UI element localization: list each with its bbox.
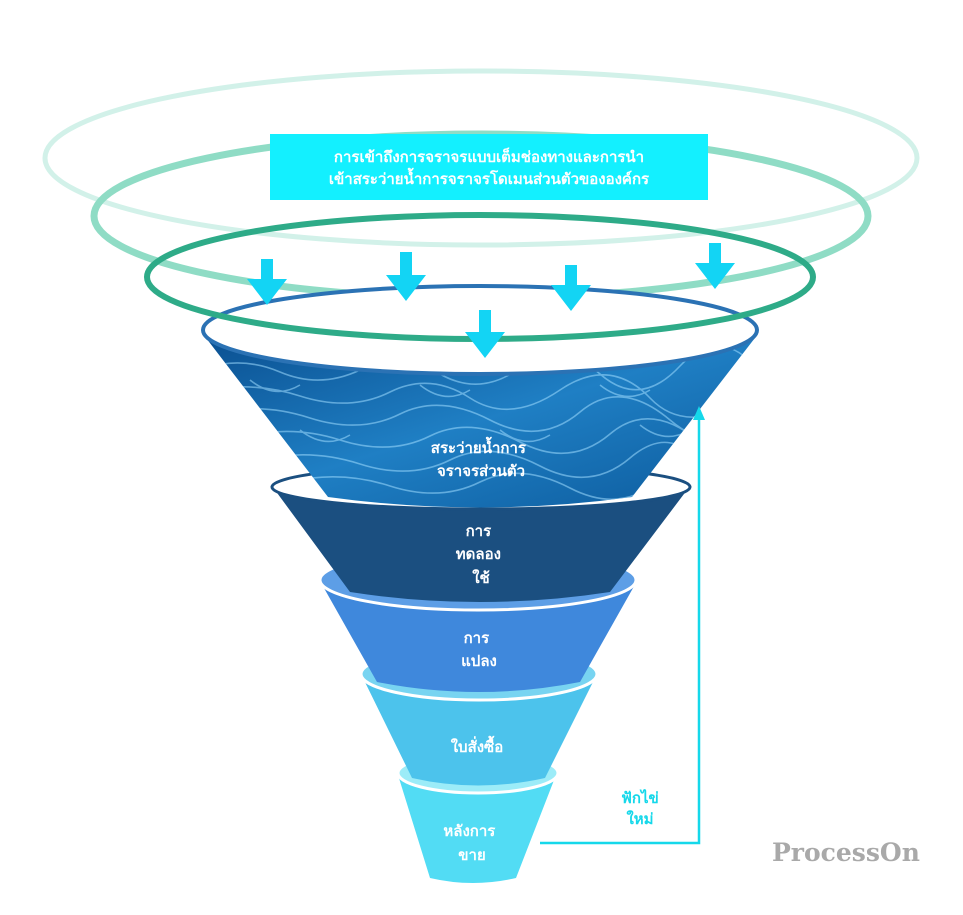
stage-label-order: ใบสั่งซื้อ [451,735,504,756]
stage-private-pool [201,284,759,508]
down-arrow-icon [247,259,287,305]
inflow-arrows [247,243,735,358]
down-arrow-icon [551,265,591,311]
stage-label-trial: การ ทดลอง ใช้ [456,522,506,587]
ring-outer [42,68,920,248]
brand-watermark: ProcessOn [772,838,920,867]
down-arrow-icon [695,243,735,289]
recycle-label-line-2: ใหม่ [626,810,654,828]
stage-label-pool: สระว่ายน้ำการ จราจรส่วนตัว [431,436,531,480]
header-line-2: เข้าสระว่ายน้ำการจราจรโดเมนส่วนตัวขององค… [328,170,650,188]
recycle-path [540,406,705,845]
down-arrow-icon [465,310,505,358]
header-banner: การเข้าถึงการจราจรแบบเต็มช่องทางและการนำ… [270,134,708,200]
stage-label-after-sales: หลังการ ขาย [443,822,500,864]
recycle-label-line-1: ฟักไข่ [621,789,659,807]
down-arrow-icon [386,252,426,301]
up-arrow-icon [693,406,705,420]
header-line-1: การเข้าถึงการจราจรแบบเต็มช่องทางและการนำ [333,148,645,166]
stage-label-conversion: การ แปลง [461,629,497,670]
